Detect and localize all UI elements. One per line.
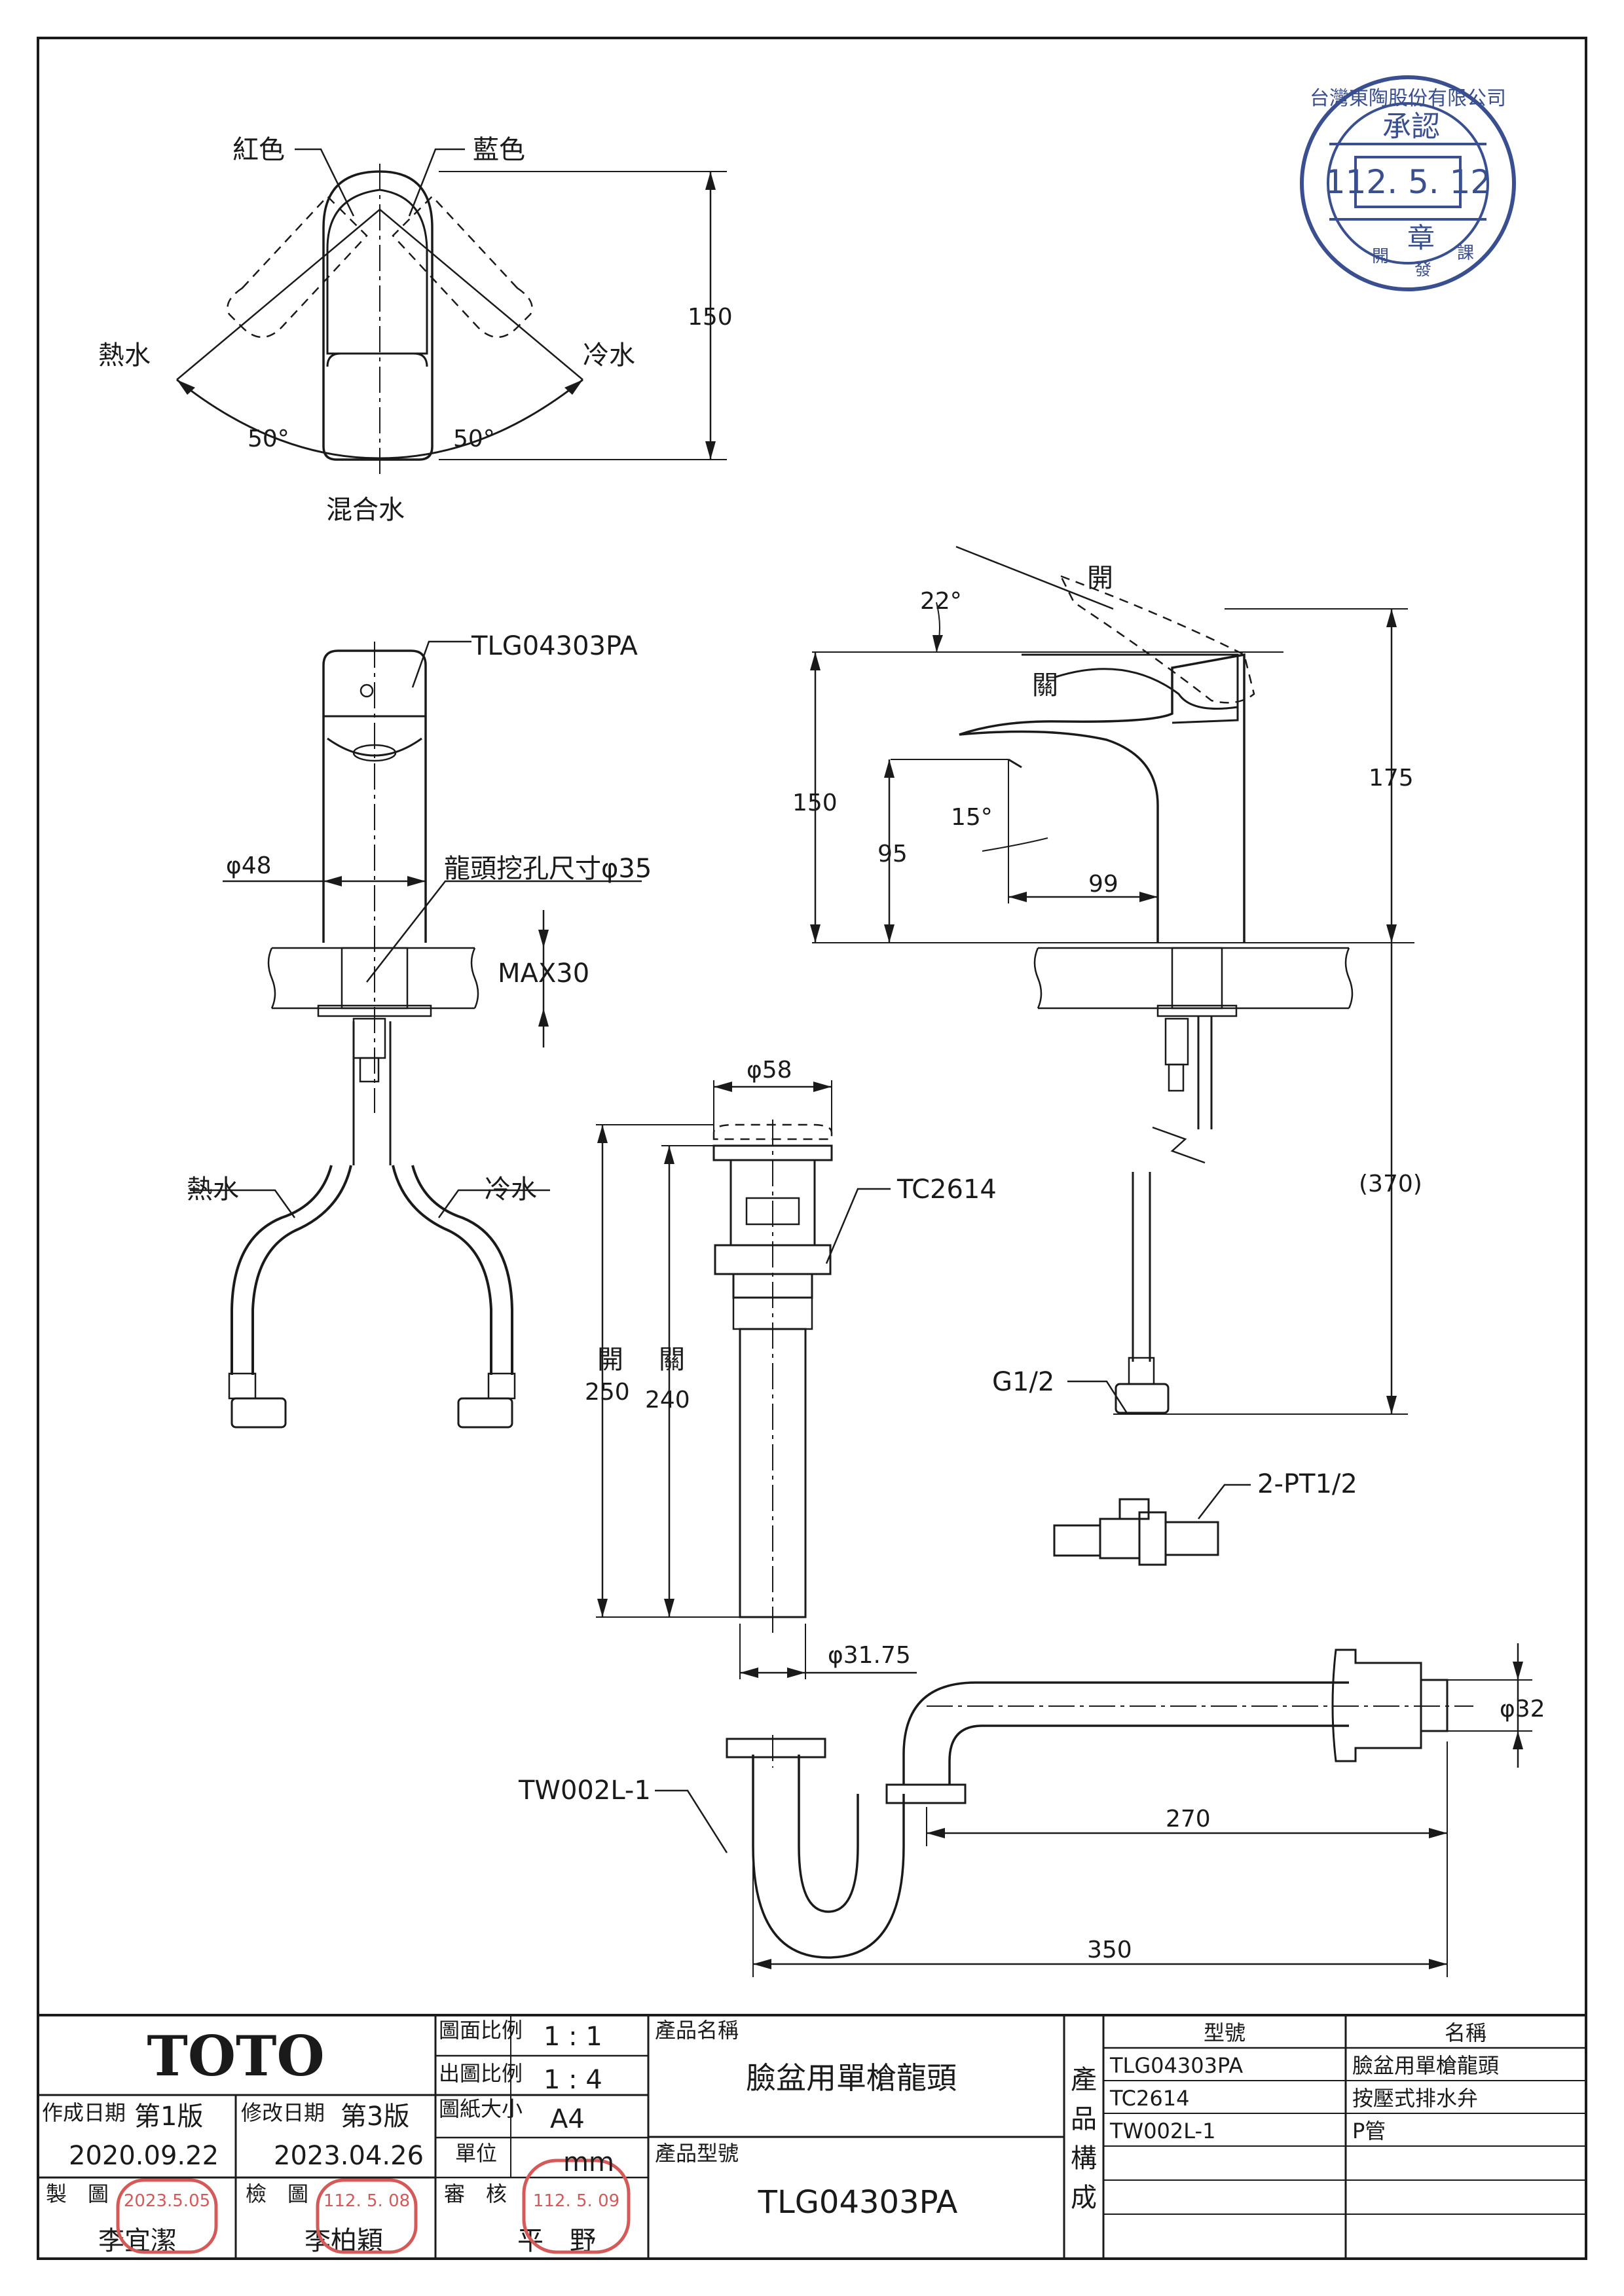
blue-label: 藍色 [473,135,525,165]
mixed-water-label: 混合水 [326,495,405,525]
cold-water-label: 冷水 [583,340,635,371]
closed-label: 關 [1032,670,1058,701]
front-cold-label: 冷水 [485,1175,537,1205]
hot-water-label: 熱水 [98,340,151,371]
left-angle-label: 50° [248,426,289,452]
part-row-3-name: P管 [1352,2119,1386,2143]
composition-char-3: 構 [1071,2143,1097,2174]
print-scale-label: 出圖比例 [439,2061,523,2086]
drain-assembly: φ58 TC2614 開 關 250 240 φ31.75 [585,1057,997,1679]
approval-stamp: 台灣東陶股份有限公司 承認 112. 5. 12 章 開 發 課 [1300,75,1516,291]
front-model-label: TLG04303PA [471,631,638,661]
paper-label: 圖紙大小 [439,2096,523,2121]
unit-value: mm [563,2147,614,2178]
dia-58-label: φ58 [747,1057,792,1084]
unit-label: 單位 [455,2141,497,2166]
dim-240-label: 240 [645,1387,690,1413]
revised-edition: 第3版 [341,2102,409,2132]
revised-label: 修改日期 [241,2100,325,2125]
part-row-3-model: TW002L-1 [1109,2119,1215,2143]
dim-99-label: 99 [1088,871,1118,898]
stamp-dept-3: 課 [1457,244,1474,263]
angle-22-label: 22° [920,588,962,615]
dim-270-label: 270 [1166,1806,1211,1832]
approved-label: 審 核 [444,2181,507,2206]
revised-date: 2023.04.26 [274,2141,424,2171]
part-row-2-model: TC2614 [1109,2086,1189,2111]
stamp-dept-1: 開 [1372,247,1389,266]
title-block: TOTO 作成日期 第1版 2020.09.22 修改日期 第3版 2023.0… [37,2014,1587,2260]
diameter-48-label: φ48 [226,852,272,879]
part-row-1-model: TLG04303PA [1109,2053,1243,2078]
composition-char-4: 成 [1071,2183,1097,2213]
p-trap: TW002L-1 φ32 270 350 [518,1643,1545,1977]
red-label: 紅色 [232,135,285,165]
stamp-company: 台灣東陶股份有限公司 [1310,87,1506,110]
created-date: 2020.09.22 [69,2141,219,2171]
scale-label: 圖面比例 [439,2018,523,2043]
side-view: 開 關 22° 15° 150 95 99 175 (370) G1/2 [792,545,1422,1415]
scale-value: 1 : 1 [544,2022,602,2052]
stamp-date: 112. 5. 12 [1325,163,1491,201]
sheet-border [37,37,1587,2260]
created-label: 作成日期 [42,2100,126,2125]
top-view: 紅色 藍色 熱水 冷水 50° 50° 混合水 150 [98,135,733,525]
max-thickness-label: MAX30 [498,958,589,989]
part-row-2-name: 按壓式排水弁 [1352,2086,1478,2111]
g12-label: G1/2 [992,1367,1054,1397]
checked-stamp-date: 112. 5. 08 [323,2191,410,2211]
ptrap-model-label: TW002L-1 [518,1776,651,1806]
hole-size-label: 龍頭挖孔尺寸φ35 [444,854,652,884]
checked-label: 檢 圖 [246,2181,308,2206]
dia-32-label: φ32 [1500,1696,1545,1722]
angle-valve: 2-PT1/2 [1053,1469,1357,1566]
parts-header-name: 名稱 [1445,2020,1486,2045]
product-model: TLG04303PA [758,2184,958,2221]
composition-char-1: 產 [1071,2065,1097,2095]
height-dimension: 150 [688,304,733,331]
product-name-label: 產品名稱 [655,2018,739,2043]
open-label: 開 [1087,563,1113,593]
angle-15-label: 15° [951,804,993,831]
drafted-label: 製 圖 [46,2181,109,2206]
paper-value: A4 [550,2104,585,2134]
dim-95-label: 95 [877,841,908,867]
product-model-label: 產品型號 [655,2141,739,2166]
stamp-seal: 章 [1407,222,1435,254]
drain-closed-label: 關 [659,1345,685,1375]
approved-stamp-date: 112. 5. 09 [533,2191,619,2211]
dia-3175-label: φ31.75 [828,1642,911,1669]
parts-header-model: 型號 [1204,2020,1246,2045]
drain-model-label: TC2614 [896,1175,997,1205]
composition-char-2: 品 [1071,2104,1097,2134]
dim-250-label: 250 [585,1379,630,1406]
created-edition: 第1版 [134,2102,203,2132]
right-angle-label: 50° [453,426,495,452]
product-name: 臉盆用單槍龍頭 [746,2060,957,2096]
dim-350-label: 350 [1087,1937,1132,1963]
dim-370-label: (370) [1359,1171,1422,1197]
brand-logo: TOTO [147,2024,324,2088]
dim-175-label: 175 [1369,765,1414,792]
print-scale-value: 1 : 4 [544,2065,602,2095]
dim-150-label: 150 [792,790,838,816]
part-row-1-name: 臉盆用單槍龍頭 [1352,2053,1499,2078]
front-view: TLG04303PA φ48 龍頭挖孔尺寸φ35 MAX30 熱水 冷水 [187,631,652,1429]
stamp-approved: 承認 [1382,110,1440,143]
pt12-label: 2-PT1/2 [1257,1469,1357,1499]
front-hot-label: 熱水 [187,1175,239,1205]
drain-open-label: 開 [597,1345,623,1375]
stamp-dept-2: 發 [1414,260,1431,280]
drafted-stamp-date: 2023.5.05 [124,2191,210,2211]
